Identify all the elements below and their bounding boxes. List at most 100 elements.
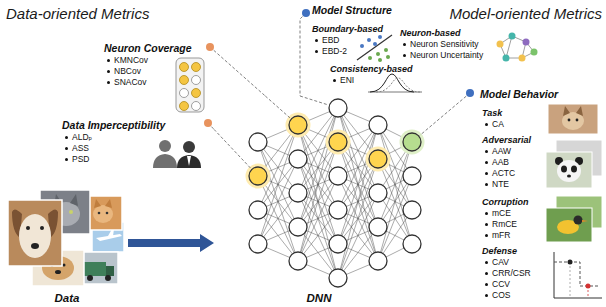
synapse-line <box>258 193 298 244</box>
people-icon <box>187 156 191 166</box>
metric-item: COS <box>482 290 510 301</box>
group-heading: Neuron Coverage <box>104 42 192 55</box>
metric-item: Neuron Sensitivity <box>400 39 479 50</box>
synapse-line <box>338 227 378 278</box>
metric-item: RmCE <box>482 219 517 230</box>
neuron-coverage-icon <box>192 89 201 98</box>
metric-item: CRR/CSR <box>482 268 531 279</box>
group-heading: Consistency-based <box>330 64 413 75</box>
neuron <box>369 116 387 134</box>
dnn-panel: DNN <box>214 96 424 306</box>
neuron <box>369 184 387 202</box>
adversarial-image <box>546 152 592 188</box>
metric-group: Neuron CoverageKMNCovNBCovSNACov <box>100 40 210 90</box>
neuron-coverage-icon <box>176 58 204 112</box>
distribution-icon <box>376 78 420 92</box>
boundary-icon <box>367 38 371 42</box>
group-heading: Model Structure <box>312 4 392 17</box>
task-image <box>568 119 571 122</box>
people-icon <box>159 140 171 152</box>
metric-item: AAW <box>482 146 511 157</box>
neuron <box>403 235 421 253</box>
metric-dot <box>466 89 474 97</box>
metric-item: mFR <box>482 230 510 241</box>
section-title: Data-oriented Metrics <box>6 5 149 23</box>
boundary-icon <box>357 35 392 60</box>
neuron <box>289 218 307 236</box>
group-heading: Boundary-based <box>312 24 383 35</box>
metric-item: ASS <box>62 143 89 154</box>
neuron <box>329 201 347 219</box>
metric-item: NBCov <box>104 66 141 77</box>
leader-line <box>420 132 424 136</box>
task-image <box>548 104 598 134</box>
data-images <box>69 210 73 214</box>
group-heading: Corruption <box>482 197 529 208</box>
metric-group: Data ImperceptibilityALDₚASSPSD <box>58 117 208 167</box>
defense-plot <box>554 298 602 299</box>
data-images <box>93 205 113 223</box>
metric-subgroup: DefenseCAVCRR/CSRCCVCOS <box>480 244 535 303</box>
metric-item: CCV <box>482 279 510 290</box>
distribution-icon <box>368 74 422 92</box>
metric-group: Model BehaviorTaskCAAdversarialAAWAABACT… <box>470 86 604 305</box>
neuron <box>249 201 267 219</box>
metric-subgroup: CorruptionmCERmCEmFR <box>480 195 533 243</box>
neuron <box>403 201 421 219</box>
group-heading: Adversarial <box>482 135 531 146</box>
metric-item: CAV <box>482 257 509 268</box>
metric-dot <box>206 43 214 51</box>
defense-plot <box>554 252 555 298</box>
neuron-glow <box>400 130 425 155</box>
boundary-icon <box>357 35 392 62</box>
neuron <box>249 235 267 253</box>
neuron-graph-icon <box>523 39 530 46</box>
panel-label: Data <box>55 292 80 306</box>
synapse-line <box>298 210 338 261</box>
people-icon <box>153 154 177 168</box>
neuron <box>249 167 267 185</box>
adversarial-image <box>571 166 577 173</box>
neuron <box>289 184 307 202</box>
adversarial-image <box>567 175 571 178</box>
corruption-image <box>546 208 592 242</box>
defense-plot <box>568 260 573 265</box>
task-image <box>563 106 583 116</box>
neuron <box>369 218 387 236</box>
task-image <box>548 104 598 134</box>
neuron <box>369 150 387 168</box>
neuron <box>369 252 387 270</box>
metric-item: ENI <box>330 75 354 86</box>
dnn-network <box>246 99 425 287</box>
neuron <box>403 133 421 151</box>
neuron <box>329 167 347 185</box>
neuron <box>289 252 307 270</box>
neuron-coverage-icon <box>192 102 201 111</box>
metric-item: PSD <box>62 154 89 165</box>
data-images <box>106 212 109 215</box>
leader-line <box>300 96 328 105</box>
metric-subgroup: AdversarialAAWAABACTCNTE <box>480 133 536 192</box>
neuron <box>403 167 421 185</box>
flow-arrow <box>128 234 214 252</box>
data-panel: Data <box>6 188 128 306</box>
neuron-graph-icon <box>519 55 526 62</box>
metric-group: Model StructureBoundary-basedEBDEBD-2Neu… <box>306 2 492 90</box>
boundary-icon <box>360 44 364 48</box>
neuron-coverage-icon <box>176 58 204 112</box>
neuron-coverage-icon <box>180 76 189 85</box>
metric-subgroup: TaskCA <box>480 106 508 132</box>
data-images <box>40 226 44 230</box>
metric-link <box>300 13 306 96</box>
neuron-coverage-icon <box>180 102 189 111</box>
people-icon <box>177 155 201 168</box>
metric-item: mCE <box>482 208 511 219</box>
group-heading: Defense <box>482 246 517 257</box>
boundary-icon <box>368 56 372 60</box>
neuron-coverage-icon <box>180 89 189 98</box>
data-images <box>80 252 118 284</box>
neuron-coverage-icon <box>180 63 189 72</box>
data-images <box>84 262 106 276</box>
